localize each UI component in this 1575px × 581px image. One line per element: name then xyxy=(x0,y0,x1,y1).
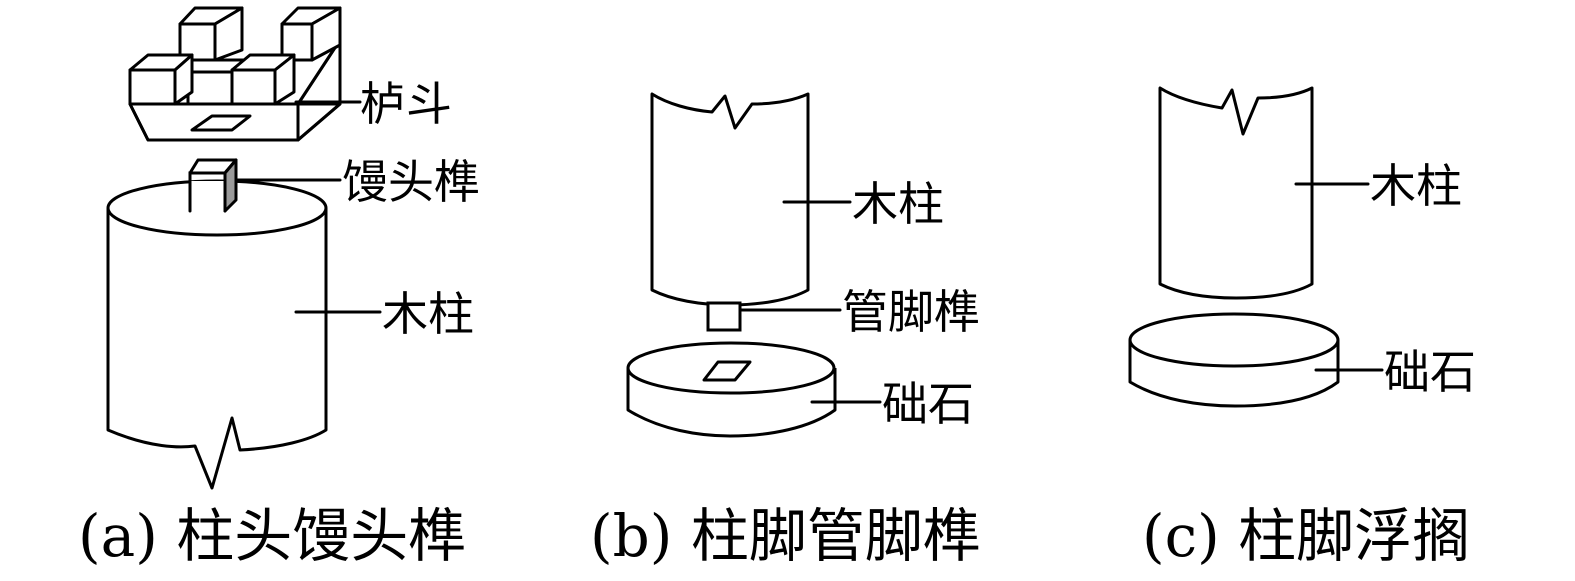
plinth-stone-icon xyxy=(626,341,837,438)
wooden-column-icon xyxy=(106,158,328,490)
caption-b: (b) 柱脚管脚榫 xyxy=(590,502,981,570)
label-tenon: 管脚榫 xyxy=(842,285,980,339)
wooden-column-icon xyxy=(1158,86,1314,300)
label-base: 础石 xyxy=(882,377,974,431)
label-bracket: 栌斗 xyxy=(360,77,452,131)
panel-a: 栌斗 馒头榫 木柱 (a) 柱头馒头榫 xyxy=(78,6,480,570)
plinth-stone-icon xyxy=(1128,312,1340,408)
wooden-column-icon xyxy=(650,92,810,307)
ludou-bracket-icon xyxy=(128,6,342,142)
label-base: 础石 xyxy=(1384,345,1476,399)
panel-b: 木柱 管脚榫 础石 (b) 柱脚管脚榫 xyxy=(590,92,981,570)
label-column: 木柱 xyxy=(1370,159,1462,213)
caption-a: (a) 柱头馒头榫 xyxy=(78,502,466,570)
label-column: 木柱 xyxy=(852,177,944,231)
panel-c: 木柱 础石 (c) 柱脚浮搁 xyxy=(1128,86,1476,570)
label-column: 木柱 xyxy=(382,287,474,341)
tenon-icon xyxy=(706,301,742,332)
caption-c: (c) 柱脚浮搁 xyxy=(1142,502,1470,570)
label-tenon: 馒头榫 xyxy=(342,155,480,209)
